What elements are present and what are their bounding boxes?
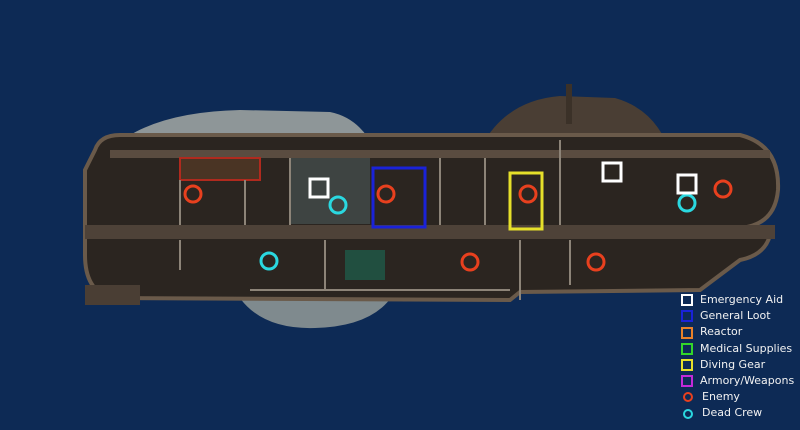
- legend-item: Diving Gear: [681, 357, 794, 373]
- markers-layer: [183, 161, 733, 272]
- submarine-hull: [83, 84, 781, 329]
- upper-hump: [485, 96, 665, 140]
- legend-item: Enemy: [681, 389, 794, 405]
- deck-floor: [85, 225, 775, 239]
- diving-gear-marker: [508, 171, 544, 231]
- legend-label: Enemy: [702, 390, 740, 404]
- legend-item: General Loot: [681, 308, 794, 324]
- legend-item: Medical Supplies: [681, 341, 794, 357]
- mast: [566, 84, 572, 124]
- reactor-panel: [179, 157, 261, 181]
- general-loot-marker: [371, 166, 427, 229]
- legend-swatch-icon: [683, 408, 693, 419]
- legend-swatch-icon: [681, 326, 693, 339]
- legend-item: Reactor: [681, 324, 794, 340]
- emergency-aid-marker: [676, 173, 698, 195]
- legend-swatch-icon: [681, 375, 693, 388]
- legend-swatch-icon: [681, 358, 693, 371]
- legend-label: Reactor: [700, 325, 743, 339]
- legend-item: Dead Crew: [681, 405, 794, 421]
- legend-label: Medical Supplies: [700, 341, 793, 355]
- legend-label: General Loot: [700, 309, 771, 323]
- dead-crew-marker: [259, 251, 279, 271]
- legend-item: Armory/Weapons: [681, 373, 794, 389]
- legend-swatch-icon: [683, 392, 693, 403]
- legend-item: Emergency Aid: [681, 292, 794, 308]
- legend-swatch-icon: [681, 294, 693, 307]
- enemy-marker: [713, 179, 733, 199]
- emergency-aid-marker: [308, 177, 330, 199]
- enemy-marker: [518, 184, 538, 204]
- legend-label: Armory/Weapons: [700, 374, 795, 388]
- legend-swatch-icon: [681, 342, 693, 355]
- emergency-aid-marker: [601, 161, 623, 183]
- enemy-marker: [376, 184, 396, 204]
- legend-swatch-icon: [681, 310, 693, 323]
- legend-label: Dead Crew: [702, 406, 763, 420]
- legend-label: Diving Gear: [700, 357, 766, 371]
- enemy-marker: [586, 252, 606, 272]
- dead-crew-marker: [677, 193, 697, 213]
- ladder-dock: [85, 285, 140, 305]
- dead-crew-marker: [328, 195, 348, 215]
- enemy-marker: [460, 252, 480, 272]
- legend-label: Emergency Aid: [700, 293, 784, 306]
- enemy-marker: [183, 184, 203, 204]
